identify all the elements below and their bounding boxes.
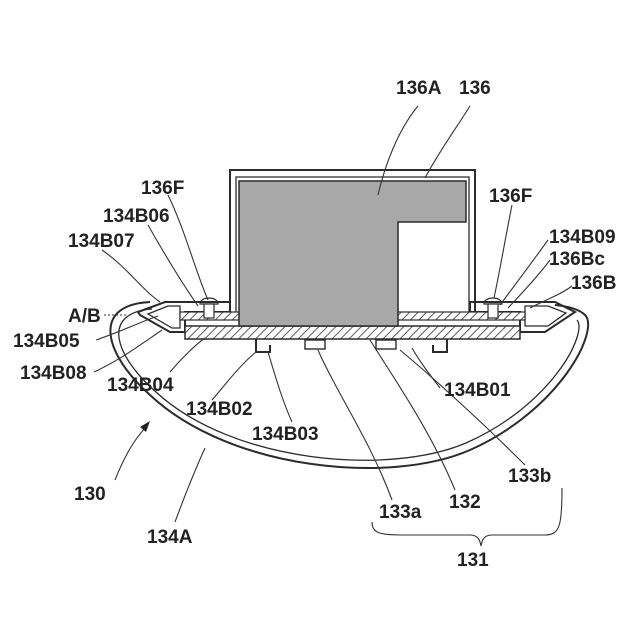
hook-134B01 xyxy=(433,339,447,352)
label-134B02: 134B02 xyxy=(186,399,253,420)
leader-134A xyxy=(175,448,205,522)
leader-134B03 xyxy=(268,352,292,422)
label-134B05: 134B05 xyxy=(13,331,80,352)
label-130: 130 xyxy=(74,484,106,505)
label-131: 131 xyxy=(457,550,489,571)
leader-133b xyxy=(400,350,525,465)
label-136: 136 xyxy=(459,78,491,99)
label-134B01: 134B01 xyxy=(444,380,511,401)
label-136A: 136A xyxy=(396,78,442,99)
fastener-right-body xyxy=(488,304,498,318)
label-132: 132 xyxy=(449,492,481,513)
leader-134B06 xyxy=(148,225,198,306)
label-134B09: 134B09 xyxy=(549,227,616,248)
label-134B03: 134B03 xyxy=(252,424,319,445)
label-134B07: 134B07 xyxy=(68,231,135,252)
arrow-130 xyxy=(140,421,150,432)
leader-133a xyxy=(318,350,392,500)
hook-134B02 xyxy=(256,339,270,352)
leader-134B02 xyxy=(212,352,256,400)
label-136Bc: 136Bc xyxy=(549,249,605,270)
leader-134B05 xyxy=(96,316,158,340)
leader-130 xyxy=(115,425,148,480)
label-134A: 134A xyxy=(147,527,193,548)
leader-136B xyxy=(530,286,572,308)
label-134B06: 134B06 xyxy=(103,206,170,227)
led-133b xyxy=(376,340,396,349)
label-134B04: 134B04 xyxy=(107,375,174,396)
leader-134B04 xyxy=(170,338,205,372)
leader-134B09 xyxy=(500,240,548,305)
component-136A xyxy=(239,181,466,326)
leader-134B07 xyxy=(102,250,160,302)
leader-134B01 xyxy=(412,348,440,388)
left-clip-inner xyxy=(148,306,180,328)
label-134B08: 134B08 xyxy=(20,363,87,384)
label-136F-right: 136F xyxy=(489,186,532,207)
leader-134B08 xyxy=(94,330,162,372)
leader-136 xyxy=(425,106,470,178)
label-136F-left: 136F xyxy=(141,178,184,199)
led-133a xyxy=(305,340,325,349)
leader-136F-right xyxy=(494,205,512,298)
hatched-base-plate xyxy=(185,326,520,339)
label-136B: 136B xyxy=(571,273,616,294)
label-AB: A/B xyxy=(68,306,101,327)
label-133a: 133a xyxy=(379,502,422,523)
fastener-left-body xyxy=(204,304,214,318)
leader-136F-left xyxy=(168,195,208,300)
label-133b: 133b xyxy=(508,466,551,487)
